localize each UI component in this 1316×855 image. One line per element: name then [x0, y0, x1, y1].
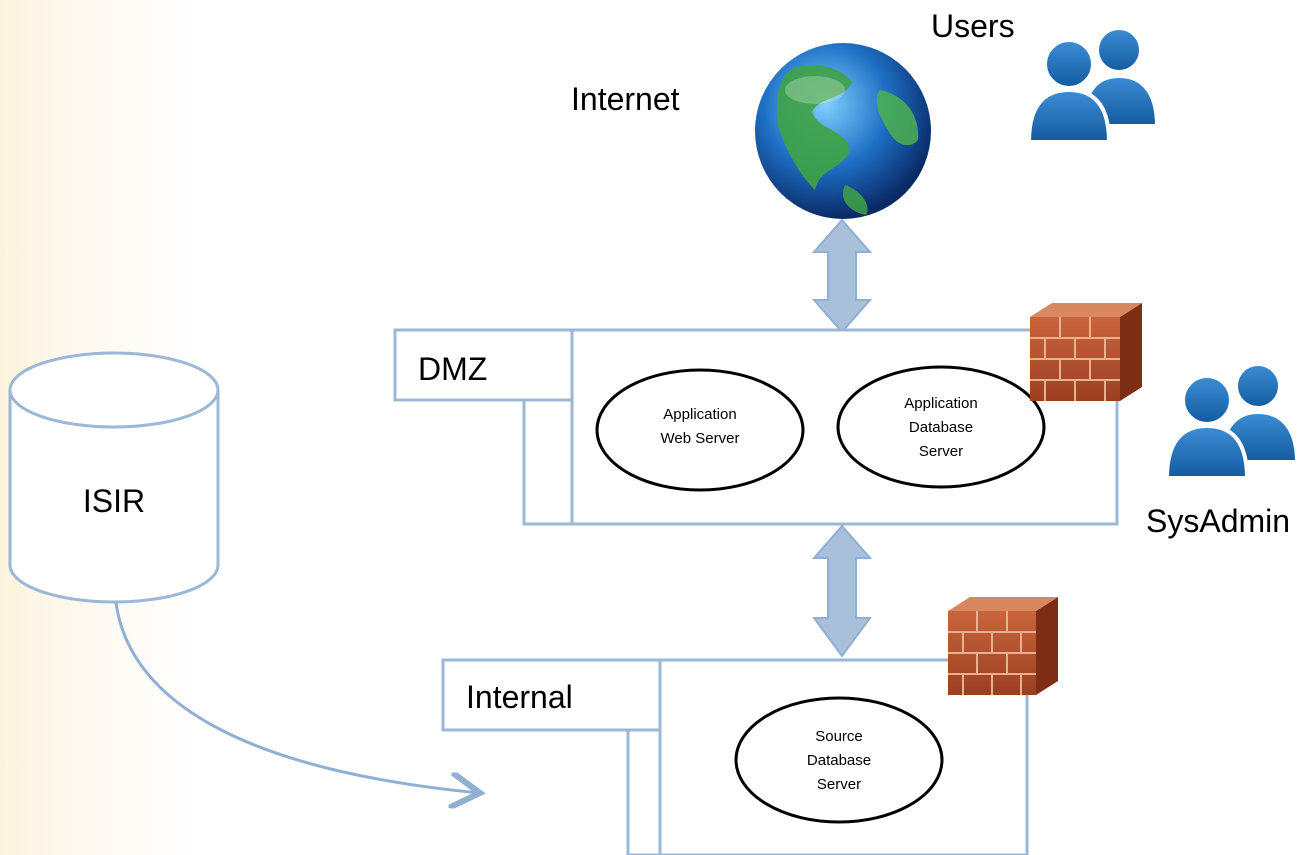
firewall-icon	[1030, 303, 1142, 401]
source-db-server-node: Source Database Server	[734, 696, 944, 824]
app-db-server-line-1: Application	[904, 395, 977, 412]
source-db-server-line-1: Source	[815, 728, 863, 745]
web-server-line-2: Web Server	[661, 430, 740, 447]
web-server-line-1: Application	[663, 406, 736, 423]
dmz-internal-arrow	[811, 524, 873, 658]
app-db-server-line-2: Database	[909, 419, 973, 436]
source-db-server-line-3: Server	[817, 776, 861, 793]
internal-label: Internal	[466, 679, 573, 715]
users-icon	[1019, 16, 1167, 146]
internet-label: Internet	[571, 81, 680, 117]
source-db-server-line-2: Database	[807, 752, 871, 769]
firewall-icon	[948, 597, 1058, 695]
internet-dmz-arrow	[811, 218, 873, 334]
sysadmin-label: SysAdmin	[1146, 503, 1290, 539]
isir-database-cylinder	[8, 351, 220, 604]
app-db-server-line-3: Server	[919, 443, 963, 460]
web-server-node: Application Web Server	[595, 368, 805, 492]
isir-to-internal-connector	[114, 602, 480, 793]
sysadmin-users-icon	[1157, 350, 1307, 482]
globe-icon	[755, 43, 931, 219]
app-db-server-node: Application Database Server	[836, 365, 1046, 489]
isir-label: ISIR	[83, 483, 145, 519]
users-label: Users	[931, 8, 1015, 44]
dmz-label: DMZ	[418, 351, 487, 387]
